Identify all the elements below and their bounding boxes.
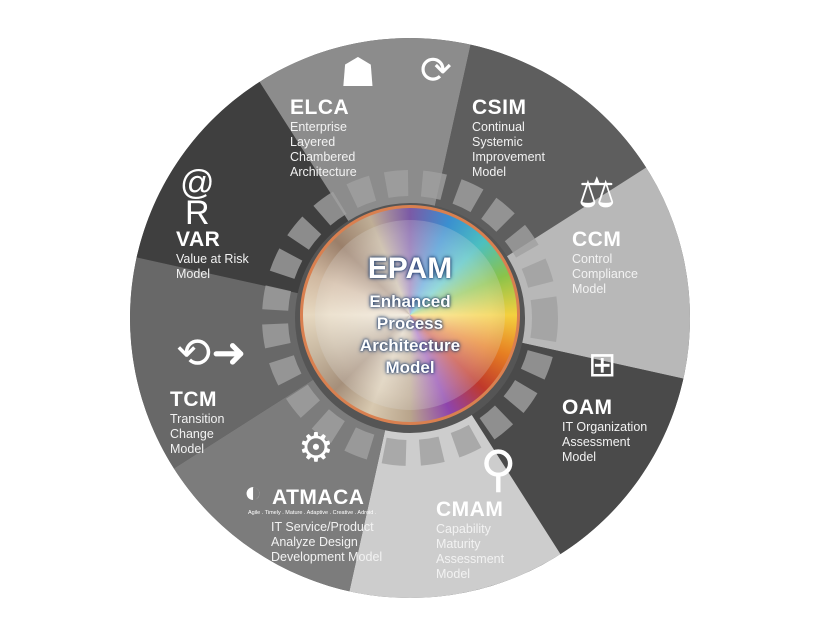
- tcm-line-3: Model: [170, 442, 205, 456]
- var-line-2: Model: [176, 267, 211, 281]
- cmam-line-3: Assessment: [436, 552, 505, 566]
- segment-elca: ELCA Enterprise Layered Chambered Archit…: [290, 96, 357, 180]
- csim-line-1: Continual: [472, 120, 525, 134]
- segment-csim: CSIM Continual Systemic Improvement Mode…: [472, 96, 545, 180]
- eagle-logo-icon: ◐: [244, 476, 263, 509]
- wedge-tcm: [130, 257, 314, 469]
- tcm-line-1: Transition: [170, 412, 225, 426]
- elca-title: ELCA: [290, 96, 350, 119]
- segment-cmam: CMAM Capability Maturity Assessment Mode…: [436, 498, 504, 582]
- elca-line-1: Enterprise: [290, 120, 347, 134]
- gear-ring: [262, 170, 558, 466]
- segment-var: VAR Value at Risk Model: [176, 228, 249, 282]
- atmaca-line-2: Analyze Design: [271, 535, 358, 549]
- segment-tcm: TCM Transition Change Model: [170, 388, 224, 457]
- at-r-diamond-icon: @R: [180, 164, 215, 232]
- tcm-title: TCM: [170, 388, 217, 411]
- center-subtitle-1: Enhanced: [369, 292, 451, 311]
- cmam-title: CMAM: [436, 498, 504, 521]
- atmaca-line-1: IT Service/Product: [271, 520, 374, 534]
- wedge-csim: [434, 44, 647, 257]
- oam-line-2: Assessment: [562, 435, 631, 449]
- ccm-line-2: Compliance: [572, 267, 639, 281]
- segment-atmaca: ATMACA: [272, 486, 364, 510]
- center-subtitle-4: Model: [385, 358, 435, 377]
- segment-ccm: CCM Control Compliance Model: [572, 228, 638, 297]
- atmaca-tagline: Agile . Timely . Mature . Adaptive . Cre…: [248, 510, 377, 516]
- var-line-1: Value at Risk: [176, 252, 249, 266]
- eagle-gear-icon: ⚙: [298, 426, 334, 470]
- var-title: VAR: [176, 228, 221, 251]
- transition-arrow-icon: ⟲➜: [176, 329, 247, 376]
- ccm-line-3: Model: [572, 282, 607, 296]
- cmam-line-2: Maturity: [436, 537, 481, 551]
- wedge-elca: [259, 38, 471, 222]
- tcm-line-2: Change: [170, 427, 214, 441]
- oam-title: OAM: [562, 396, 613, 419]
- elca-line-4: Architecture: [290, 165, 357, 179]
- atmaca-description: IT Service/Product Analyze Design Develo…: [271, 520, 382, 565]
- chord-ring: [315, 220, 505, 410]
- oam-line-1: IT Organization: [562, 420, 648, 434]
- csim-line-4: Model: [472, 165, 507, 179]
- ccm-line-1: Control: [572, 252, 613, 266]
- oam-line-3: Model: [562, 450, 597, 464]
- ccm-title: CCM: [572, 228, 622, 251]
- atmaca-line-3: Development Model: [271, 550, 383, 564]
- csim-line-2: Systemic: [472, 135, 523, 149]
- center-subtitle-3: Architecture: [359, 336, 461, 355]
- elca-line-3: Chambered: [290, 150, 356, 164]
- org-chart-icon: ⊞: [588, 346, 617, 384]
- atmaca-title: ATMACA: [272, 486, 365, 509]
- magnifier-icon: ⚲: [480, 441, 517, 497]
- elca-line-2: Layered: [290, 135, 336, 149]
- head-puzzle-icon: ☗: [340, 51, 376, 95]
- center-subtitle-2: Process: [376, 314, 444, 333]
- segment-oam: OAM IT Organization Assessment Model: [562, 396, 647, 465]
- cycle-arrows-icon: ⟳: [420, 50, 452, 92]
- center-circle: EPAM Enhanced Process Architecture Model: [300, 205, 520, 425]
- cmam-line-4: Model: [436, 567, 471, 581]
- csim-title: CSIM: [472, 96, 527, 119]
- cmam-line-1: Capability: [436, 522, 491, 536]
- csim-line-3: Improvement: [472, 150, 545, 164]
- scales-icon: ⚖: [578, 169, 616, 216]
- center-title: EPAM: [367, 252, 453, 285]
